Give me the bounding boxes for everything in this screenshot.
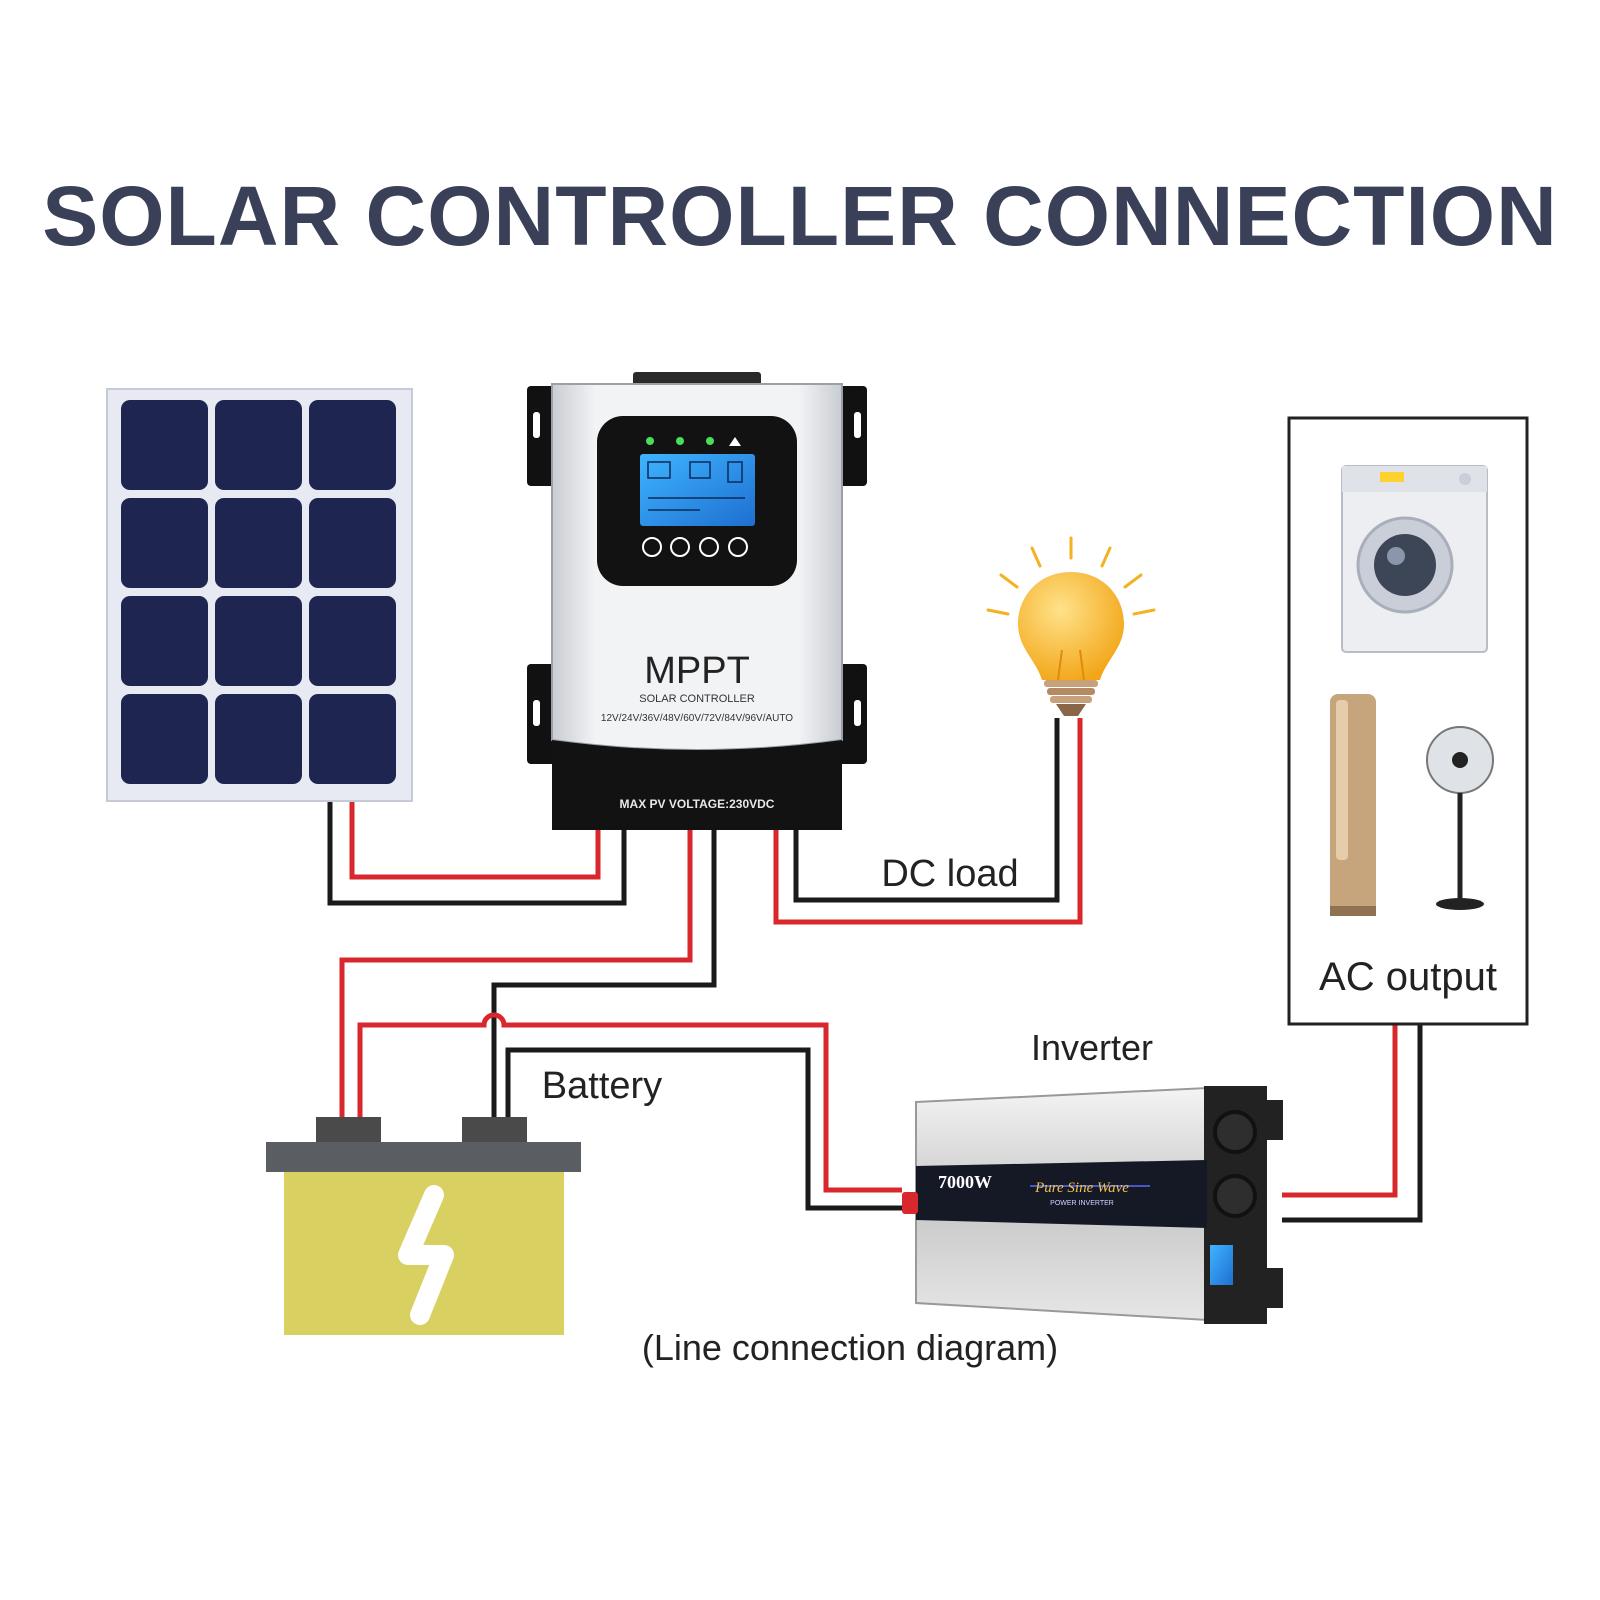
diagram-title: SOLAR CONTROLLER CONNECTION [42, 169, 1558, 263]
lightning-bolt-icon [398, 1185, 454, 1325]
solar-cell [215, 596, 302, 686]
controller-subtitle: SOLAR CONTROLLER [639, 693, 755, 705]
solar-cell [121, 596, 208, 686]
solar-positive-wire [349, 800, 601, 880]
inverter-wave: Pure Sine Wave [1034, 1180, 1129, 1196]
solar-cell [309, 694, 396, 784]
battery-icon [266, 1117, 581, 1335]
controller-brand: MPPT [644, 650, 750, 692]
battery-negative-wire [491, 830, 717, 1120]
solar-cell [309, 596, 396, 686]
solar-cell [215, 498, 302, 588]
washing-machine-icon [1341, 465, 1488, 653]
inverter-label: Inverter [1031, 1027, 1153, 1068]
solar-cell [215, 400, 302, 490]
solar-panel [106, 388, 413, 802]
battery-label: Battery [542, 1065, 662, 1107]
mppt-controller: MPPT SOLAR CONTROLLER 12V/24V/36V/48V/60… [527, 372, 867, 830]
solar-cell [121, 498, 208, 588]
solar-cells [121, 400, 396, 784]
dc-load-positive-wire [773, 718, 1083, 925]
tower-air-conditioner-icon [1330, 694, 1376, 916]
controller-voltages: 12V/24V/36V/48V/60V/72V/84V/96V/AUTO [601, 713, 793, 724]
controller-max-pv: MAX PV VOLTAGE:230VDC [620, 797, 775, 811]
solar-cell [121, 694, 208, 784]
standing-fan-icon [1426, 726, 1494, 910]
solar-cell [309, 400, 396, 490]
solar-cell [309, 498, 396, 588]
solar-cell [121, 400, 208, 490]
ac-output-box: AC output [1287, 416, 1529, 1026]
inverter-negative-wire [505, 1047, 902, 1211]
ac-negative-wire [1282, 1024, 1423, 1223]
inverter-sub: POWER INVERTER [1050, 1200, 1114, 1207]
ac-output-label: AC output [1319, 955, 1497, 999]
battery-positive-wire [339, 830, 693, 1120]
ac-positive-wire [1282, 1024, 1398, 1198]
dc-load-negative-wire [793, 718, 1060, 903]
inverter-power: 7000W [938, 1172, 992, 1192]
caption: (Line connection diagram) [642, 1327, 1058, 1368]
solar-negative-wire [327, 800, 627, 906]
dc-load-label: DC load [881, 853, 1018, 895]
solar-cell [215, 694, 302, 784]
inverter-unit: 7000W Pure Sine Wave POWER INVERTER Inve… [902, 1027, 1283, 1324]
inverter-positive-wire [357, 1012, 902, 1193]
wires [327, 718, 1423, 1223]
light-bulb-icon [986, 536, 1156, 716]
